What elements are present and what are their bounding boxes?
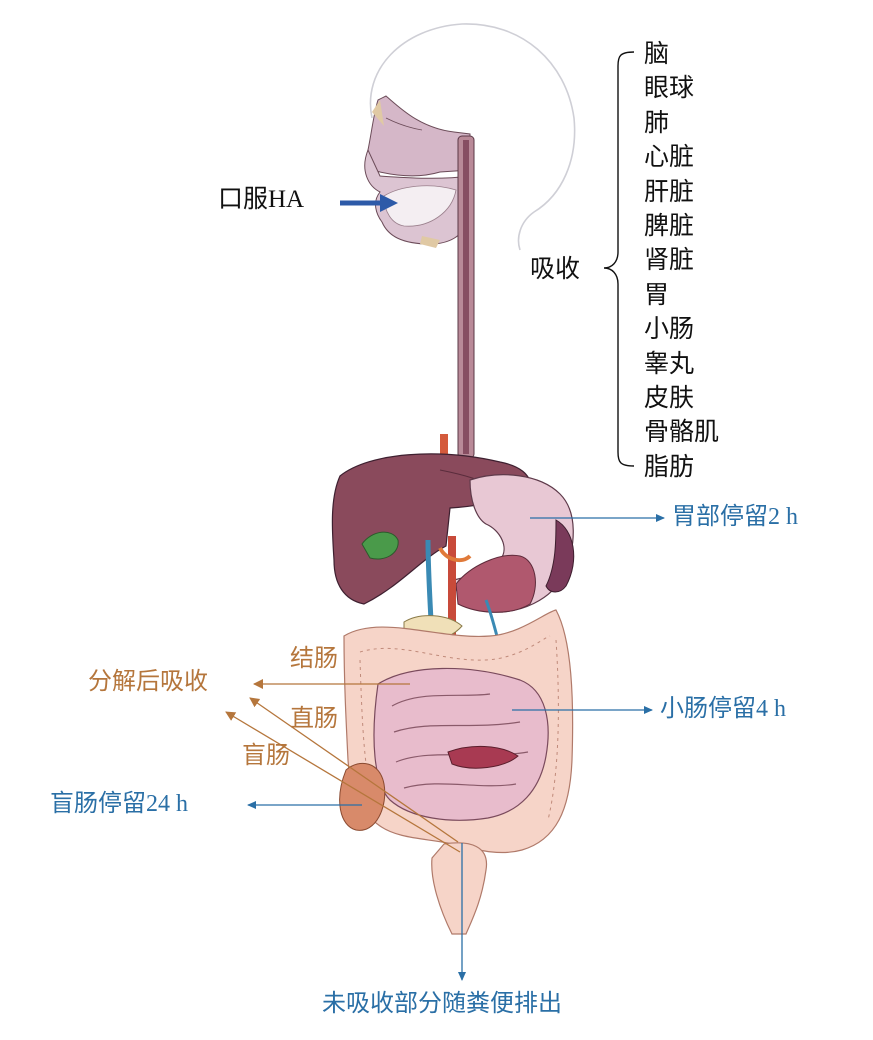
organ-item-liver: 肝脏 [644,178,695,206]
excretion-label: 未吸收部分随粪便排出 [322,991,562,1017]
organ-item-skin: 皮肤 [644,384,695,412]
organ-item-small-intestine: 小肠 [644,316,695,344]
colon-label: 结肠 [290,646,338,672]
decompose-absorb-label: 分解后吸收 [88,669,208,695]
rectum-label: 直肠 [290,706,338,732]
oral-cavity [364,95,471,248]
organ-item-stomach: 胃 [644,281,670,309]
rectum [431,842,488,935]
organ-item-heart: 心脏 [644,144,695,172]
organ-list-brace [603,51,635,467]
spleen [545,519,575,593]
cecum-decompose-arrow [225,711,461,853]
rectum-arrow [249,697,459,843]
organ-item-skeletal-muscle: 骨骼肌 [644,419,720,447]
gallbladder [361,531,399,560]
absorb-label: 吸收 [530,256,581,283]
organ-item-eyeball: 眼球 [644,75,695,103]
stomach-retention-label: 胃部停留2 h [672,504,798,530]
cecum-organ-label: 盲肠 [242,743,290,769]
organ-item-lung: 肺 [644,109,670,137]
organ-item-brain: 脑 [644,41,670,68]
cecum [339,762,386,831]
organ-item-kidney: 肾脏 [644,247,695,275]
organ-item-spleen: 脾脏 [644,212,695,240]
small-intestine [373,667,549,821]
oral-ha-label: 口服HA [218,186,305,213]
absorbed-organ-list: 脑 眼球 肺 心脏 肝脏 脾脏 肾脏 胃 小肠 睾丸 皮肤 骨骼肌 脂肪 [644,38,764,485]
organ-item-fat: 脂肪 [644,453,695,481]
esophagus [440,135,475,462]
organ-item-testis: 睾丸 [644,350,695,378]
cecum-retention-label: 盲肠停留24 h [50,791,188,817]
small-intestine-retention-label: 小肠停留4 h [660,696,786,722]
head-outline [369,23,576,251]
